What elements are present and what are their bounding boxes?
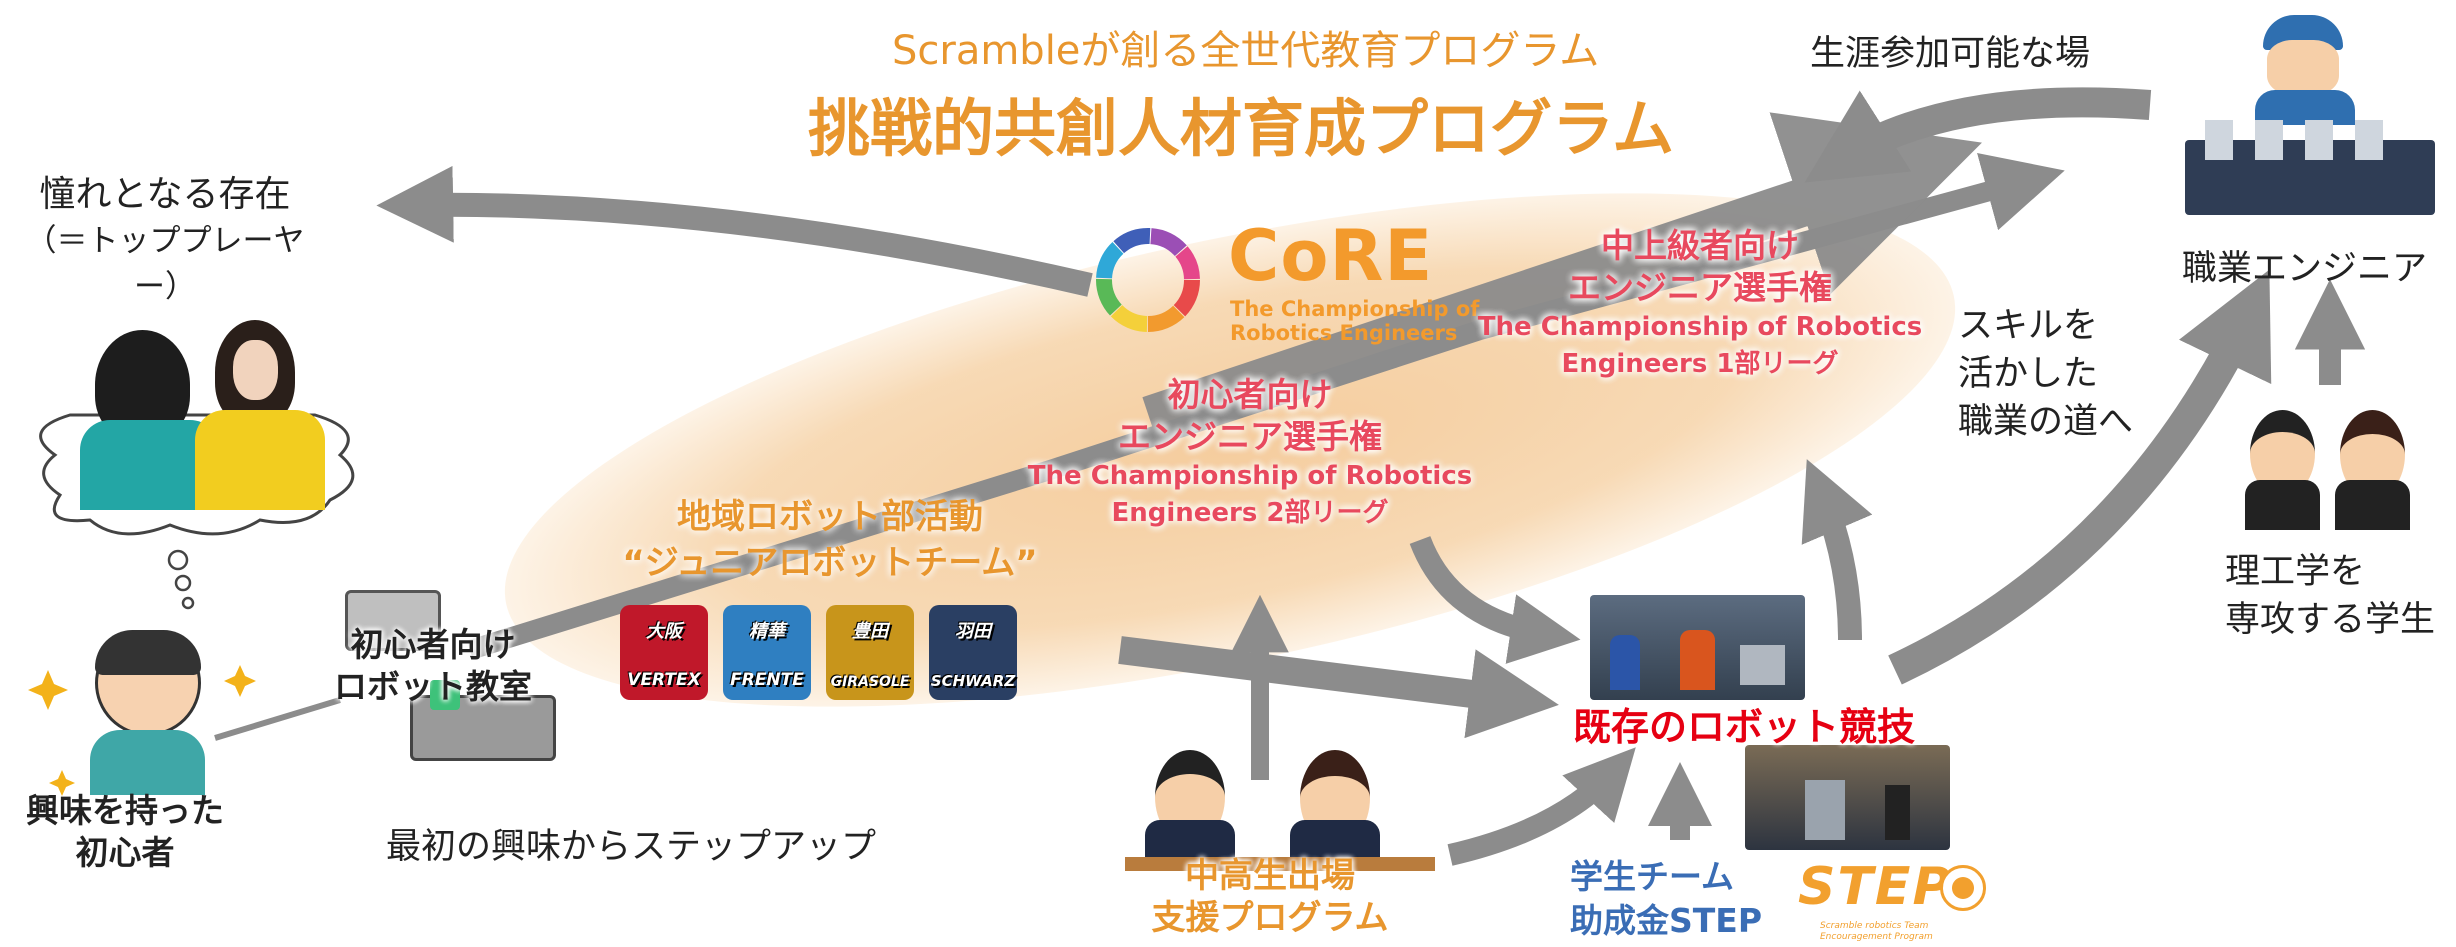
arrow-beginner-to-class [214,697,341,741]
program-subtitle: Scrambleが創る全世代教育プログラム [892,28,1600,74]
step-sub-2: Encouragement Program [1820,932,1933,942]
thought-bubble-dots [167,549,195,610]
player-2-shirt [195,410,325,510]
sparkle-icons [28,665,256,796]
player-2-face [233,340,278,400]
beginner-illustration [80,630,210,795]
robot-kit-photo [325,580,565,761]
engineer-body [2255,90,2355,125]
beginner-label: 興味を持った 初心者 [26,791,224,872]
arrow-to-admired [376,165,1093,297]
engineer-face [2267,40,2339,95]
program-title: 挑戦的共創人材育成プログラム [808,92,1675,165]
students-label: 理工学を 専攻する学生 [2225,552,2436,640]
junior-team-label: 地域ロボット部活動 “ジュニアロボットチーム” [622,497,1038,583]
factory-engineer-illustration [2185,10,2435,230]
robot-kit-sensor [430,680,460,710]
team-logo-frente: 精華 FRENTE [723,605,811,700]
competition-photo-2 [1745,745,1950,850]
grant-label: 学生チーム 助成金STEP [1570,857,1763,940]
desk [1125,857,1435,871]
student-girl-body [2335,480,2410,530]
arrow-existing-up [1801,459,1873,641]
arrow-main-thick [1142,112,1982,443]
arrow-ellipse-to-existing [1118,636,1559,739]
division1-label: 中上級者向け エンジニア選手権 The Championship of Robo… [1477,226,1923,379]
beginner-hair [95,630,201,675]
university-students-illustration [2245,405,2415,535]
core-logo: CoRE The Championship of Robotics Engine… [1088,215,1479,345]
robot-class-label: 初心者向け ロボット教室 [334,625,532,706]
team-logo-vertex: 大阪 VERTEX [620,605,708,700]
team-logos-row: 大阪 VERTEX 精華 FRENTE 豊田 GIRASOLE 羽田 SCHWA… [620,605,1040,715]
step-sub-1: Scramble robotics Team [1820,921,1929,931]
core-wordmark: CoRE [1228,215,1434,297]
engineer-label: 職業エンジニア [2182,249,2428,289]
support-program-label: 中高生出場 支援プログラム [1151,856,1389,938]
core-tagline-1: The Championship of [1230,297,1480,321]
team-logo-girasole: 豊田 GIRASOLE [826,605,914,700]
core-tagline-2: Robotics Engineers [1230,321,1458,345]
existing-competition-label: 既存のロボット競技 [1573,705,1916,749]
arrow-division2-to-existing [1409,535,1581,664]
skill-path-label: スキルを 活かした 職業の道へ [1958,306,2134,442]
beginner-shirt [90,730,205,795]
top-players-photo [75,320,325,510]
division2-label: 初心者向け エンジニア選手権 The Championship of Robot… [1027,375,1473,528]
step-wordmark: STEP [1798,857,1953,917]
arrow-existing-to-engineer [1888,269,2272,685]
arrow-lifelong [1804,87,2152,183]
highschool-students-illustration [1125,745,1435,895]
step-up-label: 最初の興味からステップアップ [386,827,877,867]
core-ring-icon [1096,228,1200,332]
student-boy-body [2245,480,2320,530]
egg-icon [1940,865,1986,911]
arrow-support-to-existing [1447,747,1636,866]
step-logo: STEP Scramble robotics Team Encouragemen… [1790,855,1990,945]
team-logo-schwarz: 羽田 SCHWARZ [929,605,1017,700]
robot-kit-1 [345,590,441,651]
competition-photo-1 [1590,595,1805,700]
robot-arms [2205,120,2405,160]
admired-label: 憧れとなる存在 （＝トッププレーヤー） [25,174,305,305]
lifelong-label: 生涯参加可能な場 [1810,34,2091,74]
ellipse-background [504,193,1956,707]
